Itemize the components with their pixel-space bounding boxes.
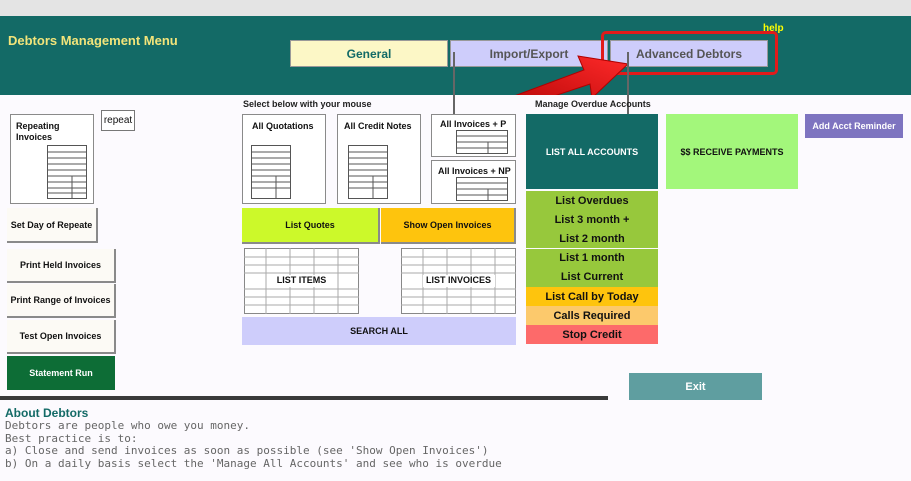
list-quotes-label: List Quotes: [285, 220, 335, 230]
repeat-label: repeat: [103, 115, 133, 126]
main-content: Select below with your mouse Manage Over…: [0, 52, 911, 481]
top-strip: [0, 0, 911, 16]
repeating-invoices-card[interactable]: Repeating Invoices: [10, 114, 94, 204]
overdue-item-button[interactable]: List Call by Today: [526, 287, 658, 306]
all-invoices-p-label: All Invoices + P: [440, 119, 507, 129]
all-invoices-np-card[interactable]: All Invoices + NP: [431, 160, 516, 204]
test-open-label: Test Open Invoices: [19, 331, 102, 341]
annotation-highlight-box: [601, 31, 778, 75]
table-grid-icon: [244, 248, 359, 314]
about-line: Debtors are people who owe you money.: [5, 419, 251, 432]
document-grid-icon: [348, 145, 388, 199]
about-heading: About Debtors: [5, 406, 89, 420]
table-grid-icon: [401, 248, 516, 314]
divider: [0, 396, 608, 400]
tab-advanced-debtors[interactable]: Advanced Debtors: [610, 40, 768, 67]
list-items-label: LIST ITEMS: [276, 275, 327, 285]
list-all-accounts-button[interactable]: LIST ALL ACCOUNTS: [526, 114, 658, 189]
connector-line: [453, 52, 455, 119]
tab-advanced-debtors-label: Advanced Debtors: [635, 46, 743, 61]
repeating-invoices-label: Repeating Invoices: [16, 121, 60, 142]
overdue-item-label: Calls Required: [553, 309, 631, 322]
list-invoices-button[interactable]: LIST INVOICES: [401, 248, 516, 314]
about-line: a) Close and send invoices as soon as po…: [5, 444, 489, 458]
overdue-item-button[interactable]: List 1 month: [526, 248, 658, 268]
print-range-label: Print Range of Invoices: [10, 295, 111, 305]
all-invoices-np-label: All Invoices + NP: [438, 166, 511, 176]
print-held-invoices-button[interactable]: Print Held Invoices: [7, 249, 116, 283]
select-label: Select below with your mouse: [243, 99, 372, 109]
connector-line: [627, 52, 629, 115]
search-all-label: SEARCH ALL: [350, 326, 408, 336]
statement-run-label: Statement Run: [29, 368, 93, 378]
show-open-invoices-button[interactable]: Show Open Invoices: [381, 208, 516, 244]
overdue-item-label: List Overdues: [555, 194, 629, 207]
search-all-button[interactable]: SEARCH ALL: [242, 317, 516, 345]
about-line: b) On a daily basis select the 'Manage A…: [5, 456, 502, 470]
overdue-item-button[interactable]: List Overdues: [526, 191, 658, 210]
overdue-item-label: List 1 month: [559, 252, 625, 265]
overdue-item-label: List Call by Today: [545, 290, 639, 303]
receive-payments-label: $$ RECEIVE PAYMENTS: [680, 146, 784, 157]
tab-import-export-label: Import/Export: [489, 46, 569, 61]
help-link[interactable]: help: [763, 23, 784, 34]
tab-general-label: General: [346, 46, 392, 61]
all-invoices-p-card[interactable]: All Invoices + P: [431, 114, 516, 157]
exit-button[interactable]: Exit: [629, 373, 762, 400]
print-range-of-invoices-button[interactable]: Print Range of Invoices: [7, 284, 116, 318]
overdue-item-button[interactable]: List 3 month +: [526, 210, 658, 230]
overdue-item-button[interactable]: Stop Credit: [526, 325, 658, 345]
show-open-invoices-label: Show Open Invoices: [403, 220, 492, 230]
all-quotations-label: All Quotations: [252, 121, 314, 131]
invoice-grid-icon: [47, 145, 87, 199]
receive-payments-button[interactable]: $$ RECEIVE PAYMENTS: [666, 114, 798, 189]
exit-label: Exit: [685, 380, 706, 393]
statement-run-button[interactable]: Statement Run: [7, 356, 115, 390]
all-quotations-card[interactable]: All Quotations: [242, 114, 326, 204]
set-day-label: Set Day of Repeate: [10, 219, 93, 230]
about-line: Best practice is to:: [5, 431, 138, 445]
about-section: About Debtors Debtors are people who owe…: [5, 406, 885, 470]
document-grid-icon: [251, 145, 291, 199]
overdue-item-button[interactable]: List Current: [526, 267, 658, 287]
overdue-item-label: Stop Credit: [562, 328, 622, 341]
overdue-item-label: List Current: [560, 271, 624, 284]
repeat-button[interactable]: repeat: [101, 110, 135, 131]
page-title: Debtors Management Menu: [8, 33, 178, 48]
all-credit-notes-card[interactable]: All Credit Notes: [337, 114, 421, 204]
invoice-grid-icon: [456, 177, 508, 201]
overdue-item-button[interactable]: List 2 month: [526, 229, 658, 249]
list-items-button[interactable]: LIST ITEMS: [244, 248, 359, 314]
test-open-invoices-button[interactable]: Test Open Invoices: [7, 320, 116, 354]
list-invoices-label: LIST INVOICES: [425, 275, 491, 285]
invoice-grid-icon: [456, 130, 508, 154]
add-acct-reminder-label: Add Acct Reminder: [812, 121, 896, 131]
overdue-item-button[interactable]: Calls Required: [526, 306, 658, 326]
overdue-item-label: List 3 month +: [554, 213, 630, 226]
list-all-accounts-label: LIST ALL ACCOUNTS: [545, 146, 639, 157]
add-acct-reminder-button[interactable]: Add Acct Reminder: [805, 114, 903, 138]
overdue-item-label: List 2 month: [559, 232, 625, 245]
overdue-label: Manage Overdue Accounts: [535, 99, 651, 109]
print-held-label: Print Held Invoices: [19, 260, 102, 270]
tab-general[interactable]: General: [290, 40, 448, 67]
list-quotes-button[interactable]: List Quotes: [242, 208, 380, 244]
set-day-of-repeate-button[interactable]: Set Day of Repeate: [7, 208, 98, 243]
all-credit-notes-label: All Credit Notes: [344, 121, 412, 131]
